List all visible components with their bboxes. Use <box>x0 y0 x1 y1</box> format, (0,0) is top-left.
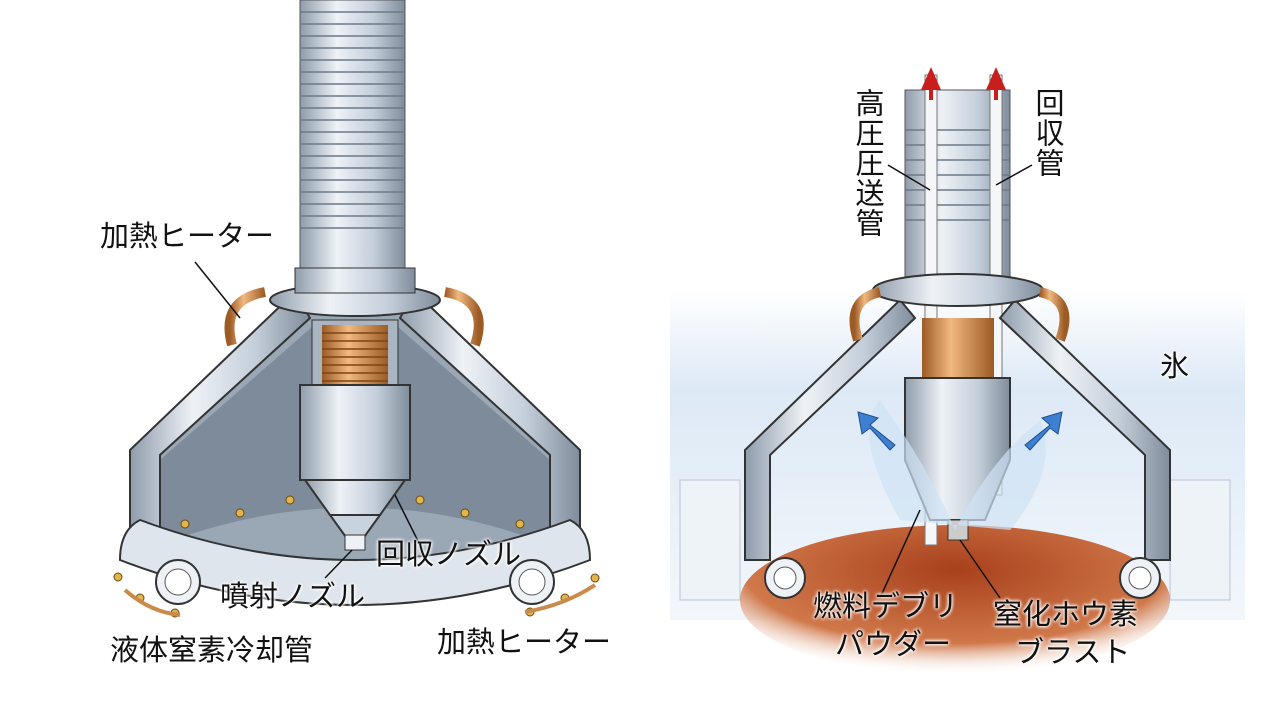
right-apparatus <box>670 67 1245 675</box>
flow-arrow-left <box>857 411 896 451</box>
flow-arrow-right <box>1024 411 1063 451</box>
label-high-pressure-feed-tube: 高圧圧送管 <box>851 88 885 238</box>
main-pipe <box>299 0 406 286</box>
pipe-ribs <box>300 11 405 229</box>
left-apparatus <box>113 0 600 618</box>
bn-blast-spray <box>868 400 1046 530</box>
label-heater-top: 加熱ヒーター <box>100 219 275 253</box>
coil-right <box>922 318 994 378</box>
label-heater-bottom: 加熱ヒーター <box>437 625 612 659</box>
label-ice: 氷 <box>1160 349 1190 383</box>
label-bn-blast-1: 窒化ホウ素 <box>993 597 1139 631</box>
leader-lines-left <box>194 261 421 579</box>
label-fuel-debris-2: パウダー <box>835 627 952 661</box>
cooling-ring <box>118 518 592 606</box>
leader-lines-right <box>879 164 1033 599</box>
label-bn-blast-2: ブラスト <box>1015 635 1131 669</box>
label-ln2-cooling-tube: 液体窒素冷却管 <box>110 633 314 667</box>
label-recovery-nozzle: 回収ノズル <box>376 537 522 571</box>
injection-nozzle-tip <box>344 534 366 551</box>
fuel-debris-mound <box>740 525 1170 675</box>
exhaust-arrow-right <box>985 67 1007 100</box>
recovery-nozzle-body <box>299 384 411 481</box>
heater-left <box>224 287 267 347</box>
coil <box>322 325 388 393</box>
label-injection-nozzle: 噴射ノズル <box>220 579 366 613</box>
label-fuel-debris-1: 燃料デブリ <box>813 589 959 623</box>
heater-right <box>443 287 484 347</box>
label-recovery-tube: 回収管 <box>1031 88 1065 178</box>
exhaust-arrow-left <box>920 67 942 100</box>
